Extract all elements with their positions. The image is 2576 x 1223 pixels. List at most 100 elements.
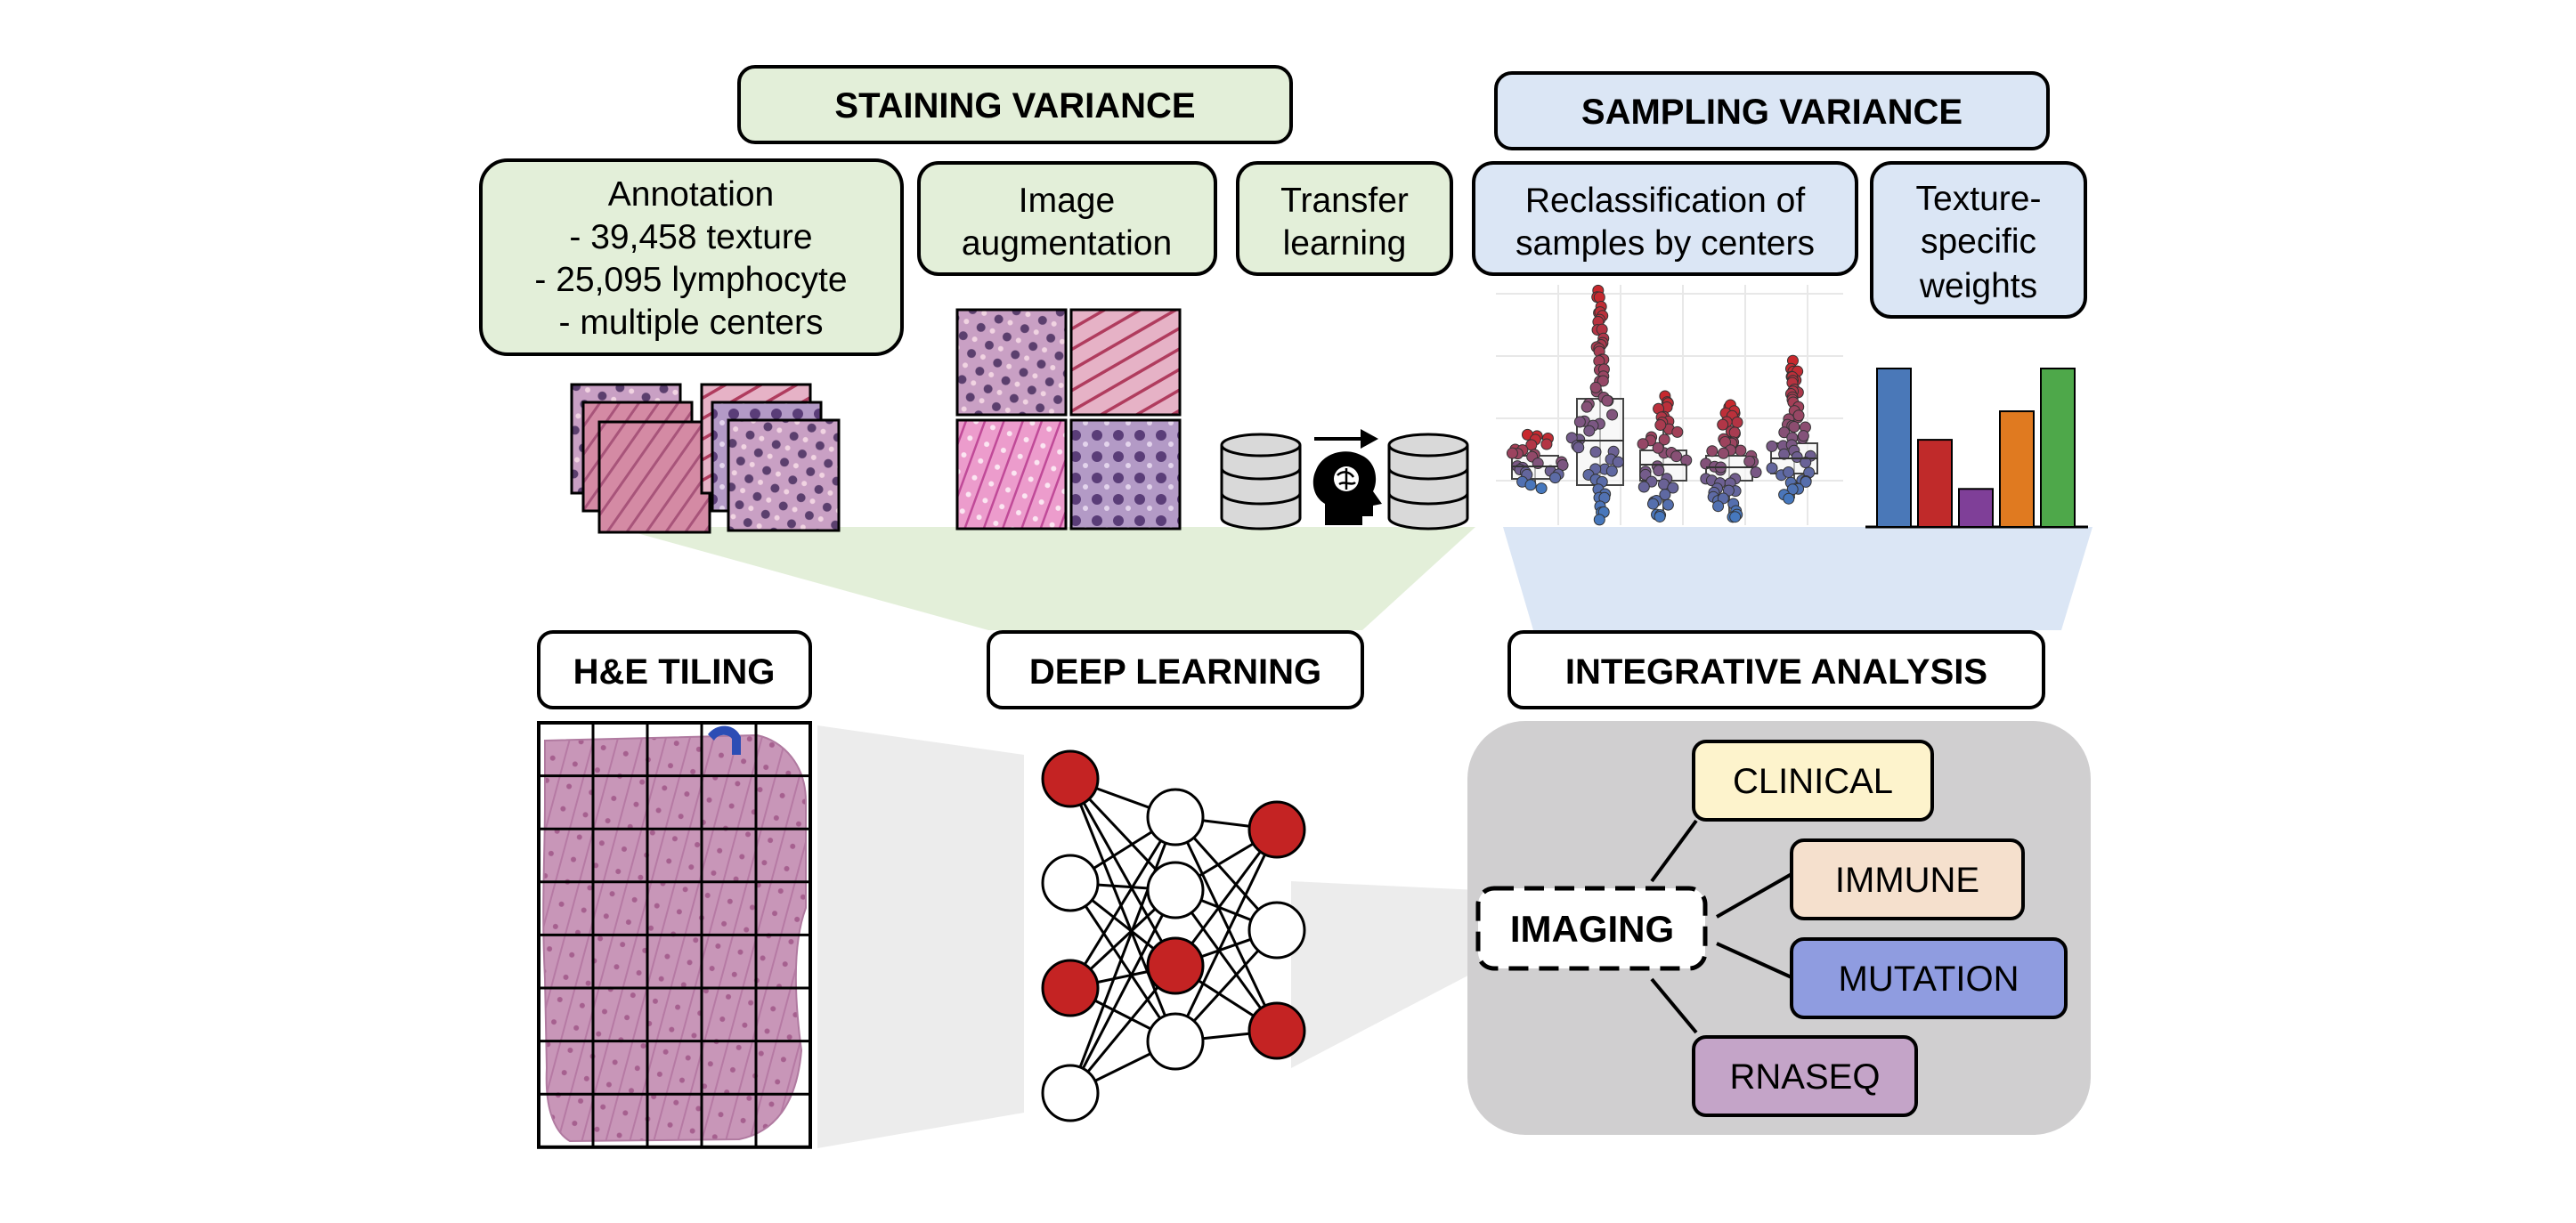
sample-point (1612, 456, 1624, 468)
sample-point (1593, 291, 1605, 304)
weight-bar (1999, 410, 2035, 528)
sample-point (1637, 481, 1650, 493)
sample-point (1729, 511, 1742, 523)
link-rnaseq (1650, 977, 1698, 1034)
sample-point (1662, 498, 1674, 511)
neural-network (1041, 749, 1306, 1122)
link-clinical (1650, 819, 1698, 883)
annotation-line-2: - 39,458 texture (569, 218, 812, 256)
sample-point (1670, 450, 1683, 463)
sample-point (1573, 416, 1586, 428)
staining-variance-header: STAINING VARIANCE (737, 65, 1293, 144)
sample-point (1788, 421, 1800, 433)
sample-point (1783, 492, 1795, 505)
neuron (1247, 1001, 1306, 1060)
sample-point (1717, 418, 1729, 431)
neuron (1247, 800, 1306, 859)
sample-point (1766, 462, 1778, 474)
sample-point (1646, 498, 1659, 510)
reclassification-line-2: samples by centers (1516, 224, 1815, 263)
augmentation-line-2: augmentation (962, 224, 1172, 263)
transfer-learning-box: Transfer learning (1236, 161, 1453, 276)
tissue-section (542, 733, 807, 1143)
augmentation-image-grid (955, 308, 1182, 531)
neuron (1041, 1064, 1100, 1122)
weights-line-1: Texture- (1916, 180, 2042, 218)
sample-point (1783, 466, 1795, 478)
sample-point (1605, 465, 1618, 477)
sample-point (1535, 482, 1548, 495)
weight-bar (1958, 488, 1994, 529)
staining-variance-title: STAINING VARIANCE (834, 86, 1195, 126)
integrative-analysis-header: INTEGRATIVE ANALYSIS (1507, 630, 2045, 709)
annotation-line-1: Annotation (608, 175, 775, 214)
texture-weights-box: Texture- specific weights (1870, 161, 2087, 319)
rnaseq-node: RNASEQ (1692, 1035, 1918, 1117)
neuron (1041, 854, 1100, 912)
neuron (1146, 861, 1205, 919)
clinical-label: CLINICAL (1733, 762, 1893, 801)
integrative-connections (1650, 819, 1792, 1034)
network-edge (1069, 778, 1177, 1042)
sample-point (1597, 375, 1609, 387)
sample-point (1722, 484, 1735, 497)
reclassification-boxplot (1496, 284, 1843, 526)
neuron (1041, 749, 1100, 808)
sample-point (1583, 425, 1596, 437)
annotation-tile-stacks (570, 383, 841, 534)
sample-point (1791, 451, 1803, 464)
sample-point (1659, 489, 1671, 501)
sample-point (1654, 419, 1667, 432)
neuron (1247, 901, 1306, 960)
sample-point (1743, 455, 1756, 467)
neuron (1146, 936, 1205, 995)
sample-point (1606, 409, 1619, 421)
sample-point (1800, 456, 1812, 468)
sample-point (1593, 514, 1605, 526)
weights-line-3: weights (1919, 267, 2037, 305)
sample-point (1719, 435, 1731, 448)
sample-point (1792, 409, 1805, 422)
network-to-integrative-connector (1291, 881, 1478, 1068)
sample-point (1654, 510, 1666, 522)
transfer-line-1: Transfer (1280, 182, 1409, 220)
rnaseq-label: RNASEQ (1730, 1057, 1881, 1097)
annotation-box: Annotation - 39,458 texture - 25,095 lym… (479, 158, 904, 356)
sample-point (1718, 447, 1730, 459)
sample-point (1680, 454, 1693, 466)
integrative-analysis-title: INTEGRATIVE ANALYSIS (1565, 652, 1987, 692)
sample-point (1601, 394, 1613, 407)
network-edge (1174, 816, 1279, 1032)
network-edge (1174, 829, 1279, 1042)
sample-point (1540, 438, 1553, 450)
augmentation-line-1: Image (1019, 182, 1115, 220)
sample-point (1778, 426, 1791, 439)
tile-grid (537, 721, 812, 1149)
network-edge (1069, 816, 1177, 989)
sample-point (1667, 482, 1679, 494)
sampling-variance-header: SAMPLING VARIANCE (1494, 71, 2050, 150)
transfer-line-2: learning (1283, 224, 1407, 263)
sample-point (1735, 444, 1747, 457)
reclassification-box: Reclassification of samples by centers (1472, 161, 1858, 276)
sample-point (1797, 430, 1809, 442)
immune-node: IMMUNE (1790, 838, 2025, 920)
sampling-variance-title: SAMPLING VARIANCE (1581, 93, 1962, 132)
sample-point (1581, 401, 1593, 413)
neuron (1146, 788, 1205, 846)
neuron (1146, 1012, 1205, 1071)
sample-point (1750, 466, 1762, 479)
weights-line-2: specific (1921, 223, 2036, 261)
clinical-node: CLINICAL (1692, 740, 1934, 822)
neuron (1041, 959, 1100, 1017)
sample-point (1766, 440, 1778, 452)
sample-point (1671, 425, 1684, 438)
sample-point (1556, 459, 1569, 472)
imaging-node: IMAGING (1475, 886, 1708, 971)
staining-to-deep-learning-funnel (614, 527, 1475, 630)
he-tiling-header: H&E TILING (537, 630, 812, 709)
sample-point (1589, 381, 1602, 393)
transfer-arrow-icon (1314, 429, 1378, 449)
link-mutation (1716, 942, 1792, 979)
link-immune (1716, 872, 1792, 919)
